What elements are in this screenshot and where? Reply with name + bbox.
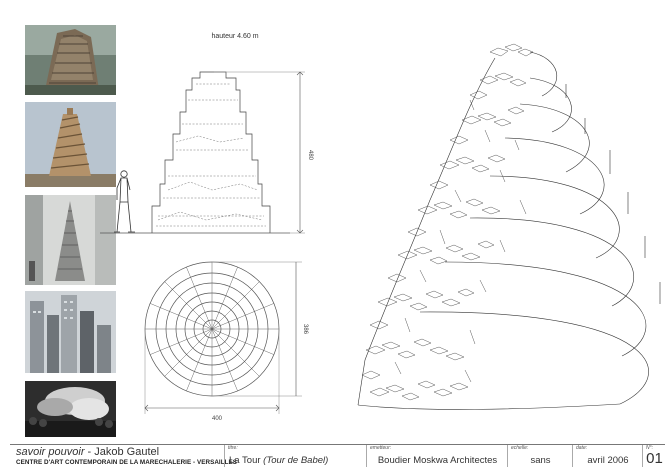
skyscrapers-thumbnail bbox=[25, 291, 116, 373]
title-value: La Tour (Tour de Babel) bbox=[229, 455, 367, 466]
number-caption: N°: bbox=[646, 445, 653, 451]
scale-caption: echelle: bbox=[511, 445, 529, 451]
author-line: savoir pouvoir - Jakob Gautel bbox=[16, 446, 159, 458]
plan-drawing bbox=[144, 261, 302, 414]
title-caption: titre: bbox=[228, 445, 238, 451]
tower-drawing: hauteur 4.60 m 480 bbox=[100, 33, 661, 422]
author-cell: savoir pouvoir - Jakob Gautel CENTRE D'A… bbox=[10, 445, 237, 467]
human-figure bbox=[114, 170, 135, 233]
issuer-value: Boudier Moskwa Architectes bbox=[377, 455, 498, 466]
plan-dimension-vertical: 386 bbox=[302, 324, 308, 335]
date-cell: date: avril 2006 bbox=[572, 445, 643, 467]
issuer-caption: emetteur: bbox=[370, 445, 392, 451]
title-block: savoir pouvoir - Jakob Gautel CENTRE D'A… bbox=[10, 444, 665, 467]
crowd-smoke-thumbnail bbox=[25, 381, 116, 437]
number-cell: N°: 01 bbox=[642, 445, 665, 467]
perspective-sketch bbox=[357, 43, 661, 410]
title-text: La Tour bbox=[229, 455, 264, 466]
elevation-dimension: 480 bbox=[307, 150, 313, 161]
scale-cell: echelle: sans bbox=[507, 445, 573, 467]
elevation-drawing bbox=[100, 71, 305, 234]
tower-sculpture-thumbnail bbox=[25, 195, 116, 285]
project-name: savoir pouvoir bbox=[16, 446, 85, 458]
date-value: avril 2006 bbox=[587, 455, 629, 466]
title-cell: titre: La Tour (Tour de Babel) bbox=[224, 445, 367, 467]
organisation-name: CENTRE D'ART CONTEMPORAIN DE LA MARECHAL… bbox=[16, 459, 238, 466]
issuer-cell: emetteur: Boudier Moskwa Architectes bbox=[366, 445, 508, 467]
author-name: Jakob Gautel bbox=[94, 446, 160, 458]
scale-value: sans bbox=[530, 455, 551, 466]
plan-dimension-horizontal: 400 bbox=[212, 416, 223, 422]
title-italic: (Tour de Babel) bbox=[263, 455, 329, 466]
sheet-number: 01 bbox=[646, 450, 663, 467]
author-separator: - bbox=[84, 446, 95, 458]
babel-painting-thumbnail bbox=[25, 25, 116, 95]
height-label: hauteur 4.60 m bbox=[211, 33, 258, 40]
spiral-minaret-thumbnail bbox=[25, 102, 116, 187]
date-caption: date: bbox=[576, 445, 588, 451]
